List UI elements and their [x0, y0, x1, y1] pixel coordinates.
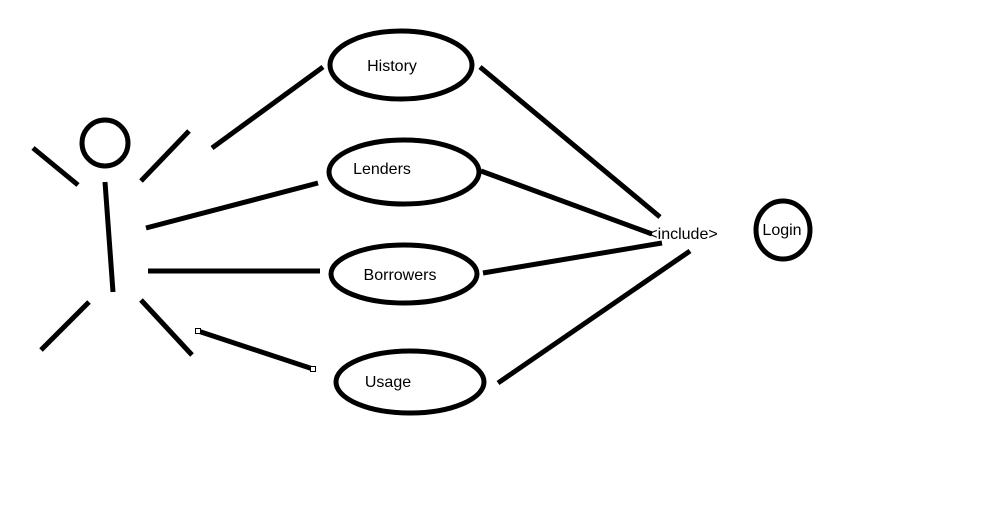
- use-case-borrowers: Borrowers: [328, 242, 480, 306]
- association-lenders: [145, 180, 319, 231]
- use-case-lenders: Lenders: [326, 137, 482, 207]
- connector-handle-start: [195, 328, 201, 334]
- association-history: [210, 64, 325, 151]
- use-case-lenders-label: Lenders: [353, 161, 411, 178]
- use-case-login-label: Login: [762, 222, 801, 239]
- actor-body: [102, 181, 116, 293]
- actor-head: [79, 117, 131, 169]
- actor-arm-right: [139, 129, 191, 183]
- actor-leg-left: [39, 300, 91, 352]
- include-line-history: [478, 65, 662, 219]
- actor-leg-right: [139, 298, 194, 357]
- actor-stick-figure: [31, 117, 194, 357]
- connector-handle-end: [310, 366, 316, 372]
- use-case-login: Login: [753, 198, 813, 262]
- use-case-history-label: History: [367, 58, 417, 75]
- actor-arm-left: [31, 146, 80, 187]
- include-line-lenders: [480, 168, 653, 237]
- include-label: <include>: [648, 226, 717, 243]
- use-case-borrowers-label: Borrowers: [364, 267, 437, 284]
- include-line-borrowers: [482, 240, 663, 276]
- use-case-history: History: [327, 28, 475, 102]
- include-line-usage: [496, 248, 692, 386]
- use-case-usage-label: Usage: [365, 374, 411, 391]
- use-case-usage: Usage: [333, 348, 487, 416]
- association-usage: [195, 328, 316, 372]
